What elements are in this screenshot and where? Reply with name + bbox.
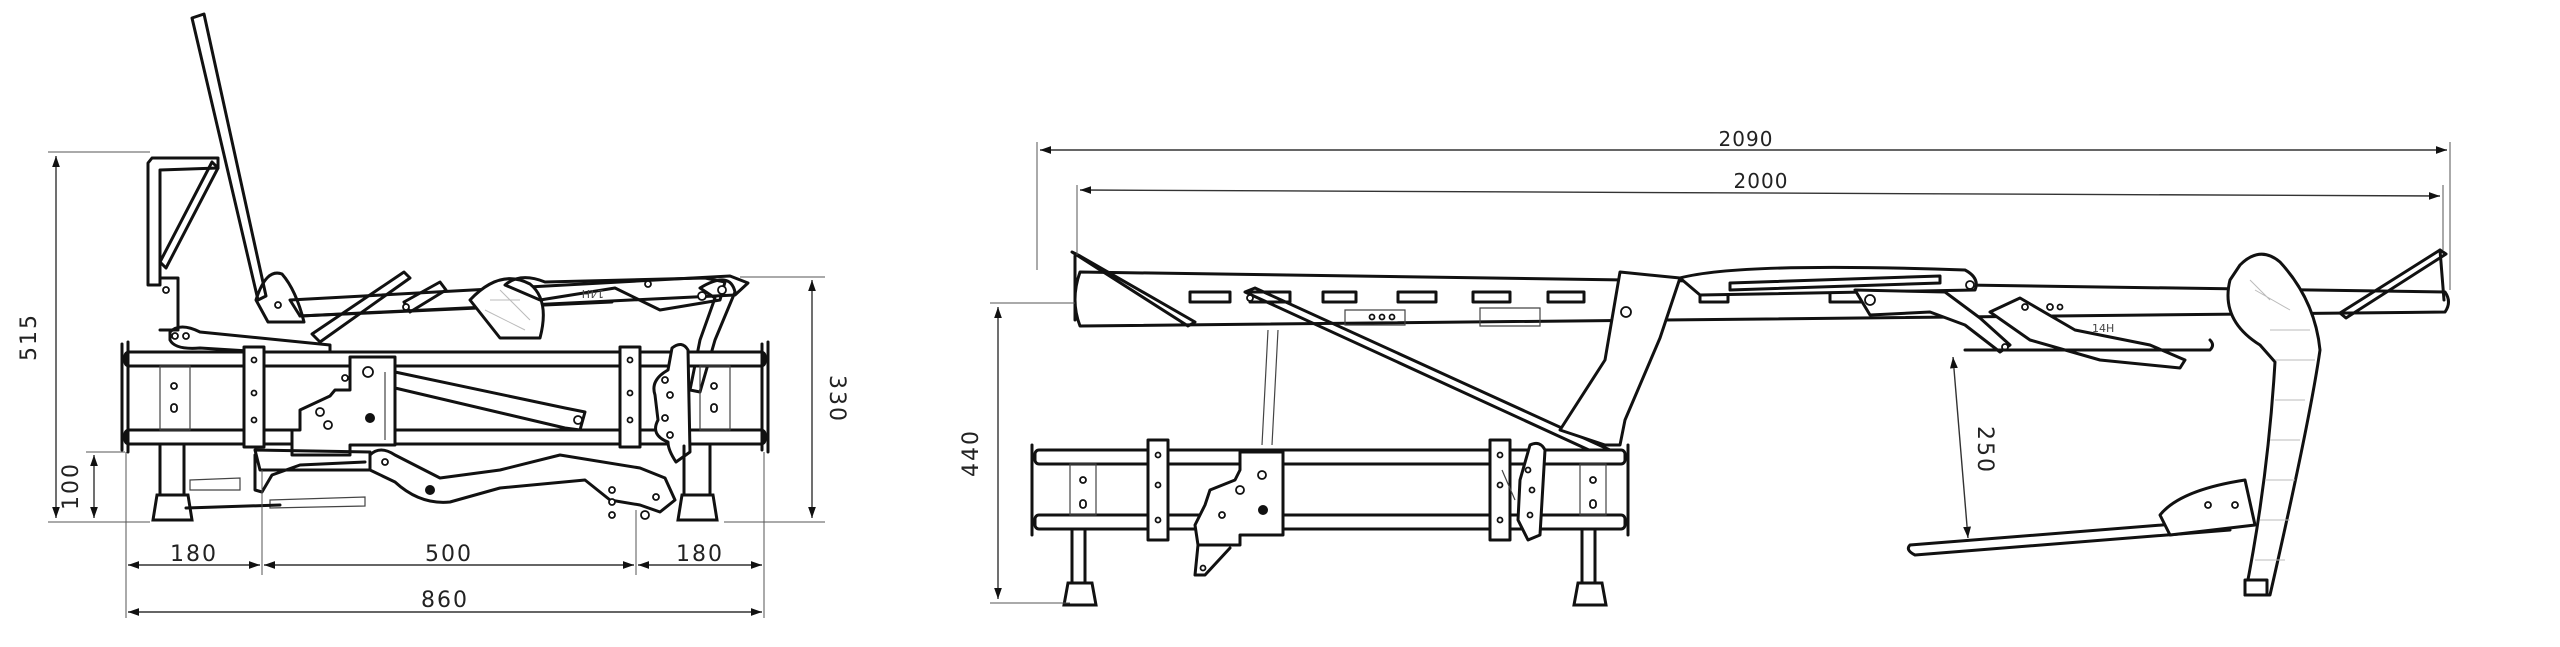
dim-middle-segment: 500 — [425, 542, 473, 567]
dim-overall-length: 2090 — [1719, 127, 1774, 151]
base-foot-right — [1572, 581, 1608, 607]
foot-piece-cap — [2243, 578, 2269, 597]
dim-frame-height: 330 — [824, 375, 849, 423]
foot-piece — [2226, 252, 2322, 597]
base-tube-bottom — [1033, 513, 1627, 531]
folded-dimensions: 515 100 330 180 500 180 860 — [17, 151, 849, 618]
part-marking-right: 14H — [2092, 322, 2114, 335]
headrest-frame — [146, 156, 220, 287]
dim-floor-clearance: 100 — [59, 462, 84, 510]
dim-overall-depth: 860 — [421, 588, 469, 613]
base-bracket-right — [1488, 438, 1512, 542]
leg-foot-right — [676, 493, 719, 522]
back-rod — [190, 12, 268, 302]
dim-mattress-length: 2000 — [1734, 169, 1789, 193]
gear-plate — [290, 355, 397, 457]
bracket-left — [242, 345, 266, 449]
dim-overall-height: 515 — [17, 313, 42, 361]
base-gear-plate — [1193, 450, 1285, 547]
folded-side-view: 14H — [120, 12, 770, 522]
bracket-right — [618, 345, 642, 449]
dim-right-segment: 180 — [676, 542, 724, 567]
lower-lever — [368, 448, 677, 514]
base-foot-left — [1062, 581, 1098, 607]
curved-arm — [1558, 270, 1682, 447]
leg-foot-left — [151, 493, 194, 522]
dim-leg-clearance: 250 — [1972, 426, 1997, 474]
unfolded-dimensions: 2090 2000 440 250 — [959, 127, 2451, 604]
part-marking-left: 14H — [582, 287, 604, 300]
base-bracket-left — [1146, 438, 1170, 542]
frame-tube-top — [123, 350, 767, 368]
frame-tube-bottom — [123, 428, 767, 446]
dim-sleeping-height: 440 — [959, 429, 984, 477]
dim-left-segment: 180 — [170, 542, 218, 567]
unfolded-side-view: 14H — [1030, 248, 2450, 607]
base-tube-top — [1033, 448, 1627, 466]
